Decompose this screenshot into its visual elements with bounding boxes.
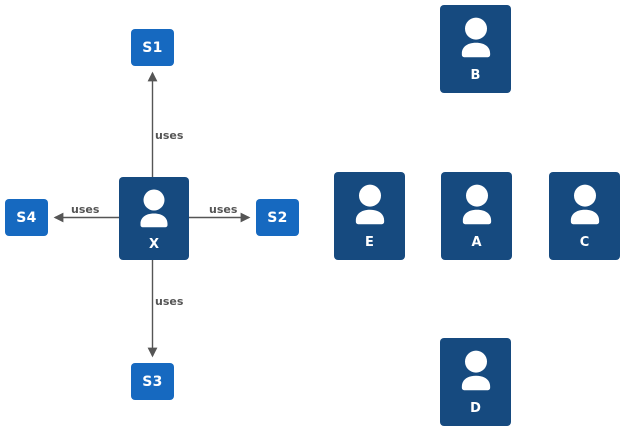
person-icon xyxy=(441,172,512,236)
person-icon xyxy=(549,172,620,236)
edge-label-x-uses-s3: uses xyxy=(155,295,184,308)
person-icon xyxy=(334,172,405,236)
actor-node-x[interactable]: X xyxy=(119,177,189,260)
service-node-s4[interactable]: S4 xyxy=(5,199,48,236)
actor-node-b[interactable]: B xyxy=(440,5,511,93)
service-node-s2[interactable]: S2 xyxy=(256,199,299,236)
person-icon xyxy=(440,5,511,69)
actor-node-d[interactable]: D xyxy=(440,338,511,426)
edge-label-x-uses-s1: uses xyxy=(155,129,184,142)
actor-node-c[interactable]: C xyxy=(549,172,620,260)
service-node-s3-label: S3 xyxy=(142,373,163,390)
actor-node-c-label: C xyxy=(579,235,590,250)
actor-node-b-label: B xyxy=(470,68,481,83)
actor-node-a-label: A xyxy=(471,235,482,250)
service-node-s1-label: S1 xyxy=(142,39,163,56)
actor-node-e-label: E xyxy=(365,235,374,250)
actor-node-d-label: D xyxy=(470,401,481,416)
service-node-s2-label: S2 xyxy=(267,209,288,226)
person-icon xyxy=(119,177,189,238)
actor-node-x-label: X xyxy=(148,237,160,252)
service-node-s4-label: S4 xyxy=(16,209,37,226)
edge-label-x-uses-s2: uses xyxy=(209,203,238,216)
actor-node-a[interactable]: A xyxy=(441,172,512,260)
person-icon xyxy=(440,338,511,402)
edge-label-x-uses-s4: uses xyxy=(71,203,100,216)
actor-node-e[interactable]: E xyxy=(334,172,405,260)
service-node-s3[interactable]: S3 xyxy=(131,363,174,400)
service-node-s1[interactable]: S1 xyxy=(131,29,174,66)
